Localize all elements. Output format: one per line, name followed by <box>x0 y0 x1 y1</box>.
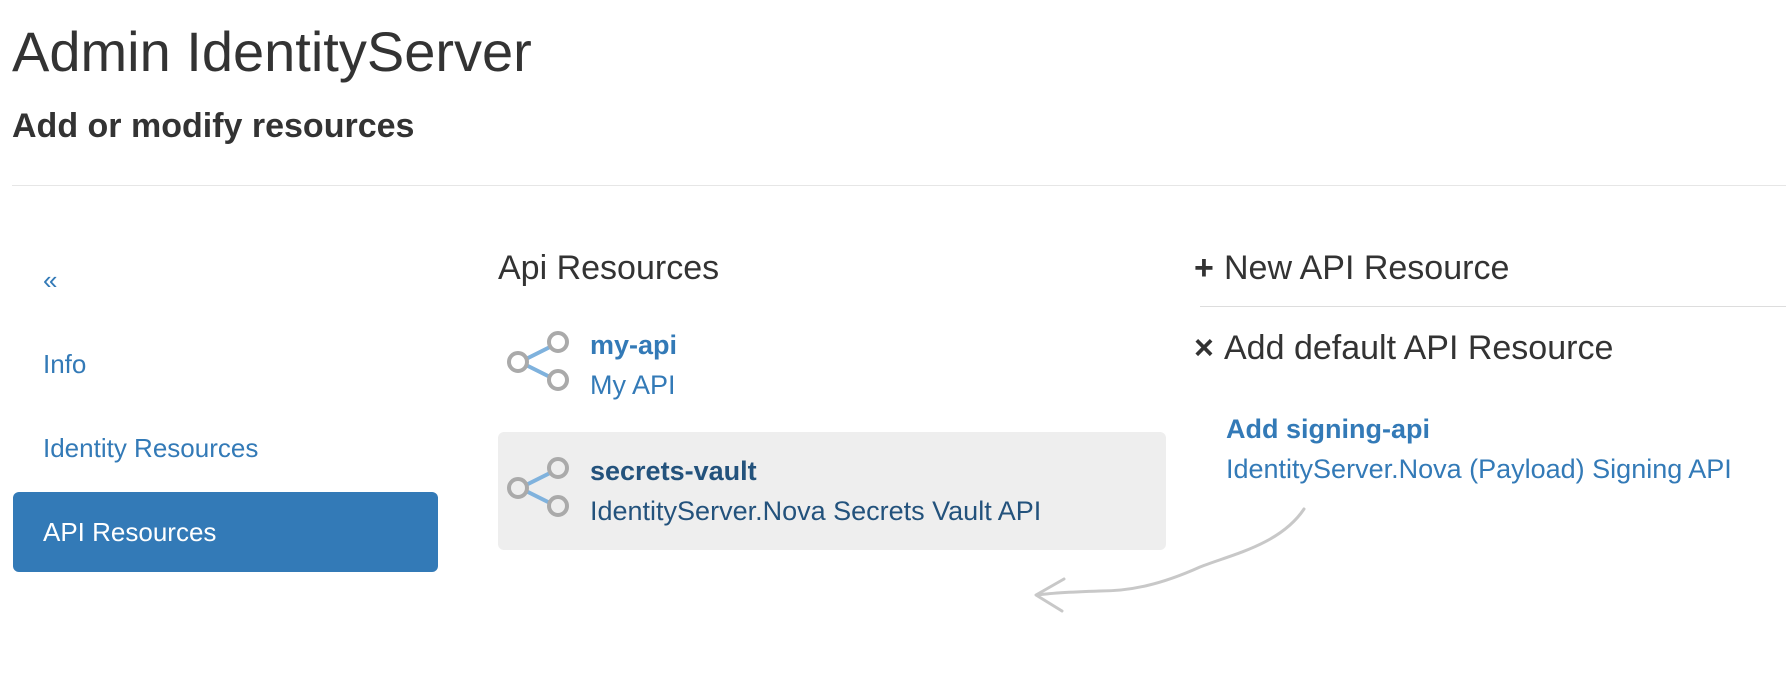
share-nodes-icon <box>507 331 569 391</box>
api-resources-heading: Api Resources <box>498 249 720 287</box>
page-title: Admin IdentityServer <box>12 20 532 83</box>
sidebar-item-identity-resources[interactable]: Identity Resources <box>43 433 259 463</box>
curved-arrow-icon <box>1034 507 1306 613</box>
page-subtitle: Add or modify resources <box>12 107 415 145</box>
api-resource-name[interactable]: secrets-vault <box>590 456 757 486</box>
add-default-api-resource-toggle[interactable]: × Add default API Resource <box>1194 328 1613 368</box>
api-resource-item-my-api[interactable]: my-api My API <box>498 318 1166 436</box>
sidebar-nav: « Info Identity Resources API Resources <box>13 240 438 576</box>
share-nodes-icon <box>507 457 569 517</box>
api-resource-description[interactable]: My API <box>590 370 676 400</box>
add-signing-api-link[interactable]: Add signing-api <box>1226 414 1430 444</box>
plus-icon: + <box>1194 249 1214 287</box>
new-api-resource-button[interactable]: + New API Resource <box>1194 248 1509 288</box>
api-resource-item-secrets-vault[interactable]: secrets-vault IdentityServer.Nova Secret… <box>498 432 1166 550</box>
sidebar-item-api-resources[interactable]: API Resources <box>13 492 438 572</box>
add-default-api-resource-label: Add default API Resource <box>1224 329 1614 367</box>
close-icon: × <box>1194 329 1214 367</box>
signing-api-description[interactable]: IdentityServer.Nova (Payload) Signing AP… <box>1226 454 1732 484</box>
api-resource-description[interactable]: IdentityServer.Nova Secrets Vault API <box>590 496 1042 526</box>
new-api-resource-label: New API Resource <box>1224 249 1510 287</box>
api-resource-name[interactable]: my-api <box>590 330 678 360</box>
header-divider <box>12 185 1786 186</box>
actions-divider <box>1200 306 1786 307</box>
nav-back-link[interactable]: « <box>43 265 58 295</box>
sidebar-item-info[interactable]: Info <box>43 349 87 379</box>
